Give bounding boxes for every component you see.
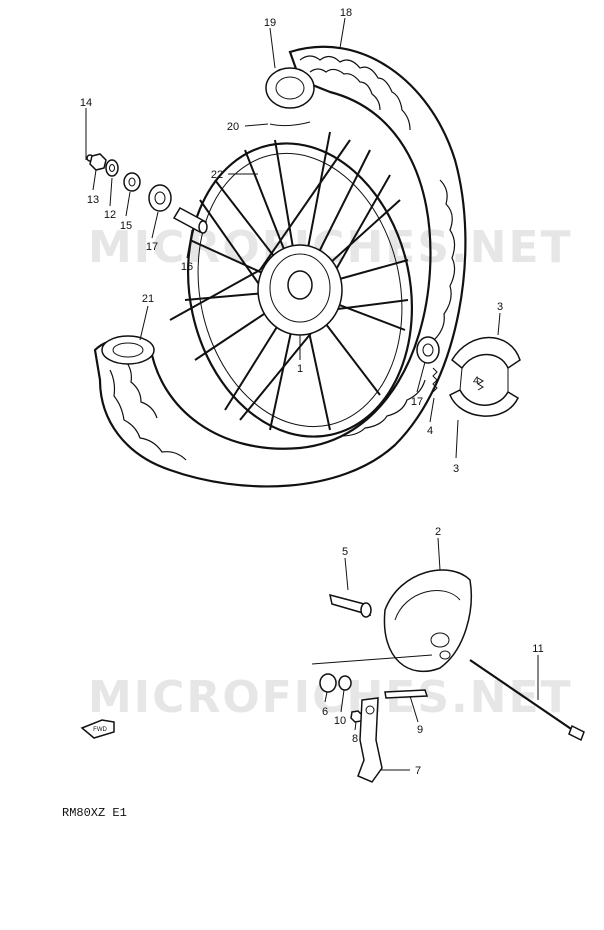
callout-3-bottom: 3 xyxy=(453,463,459,475)
callout-11: 11 xyxy=(532,643,543,655)
tube-section-bottom xyxy=(101,335,155,365)
bearing-right xyxy=(416,336,440,364)
callout-1: 1 xyxy=(297,363,303,375)
front-axle xyxy=(469,659,581,736)
brake-spring xyxy=(432,367,438,393)
callout-7: 7 xyxy=(415,765,421,777)
callout-9: 9 xyxy=(417,724,423,736)
fwd-arrow: FWD xyxy=(80,719,115,739)
callout-22: 22 xyxy=(211,169,223,181)
callout-5: 5 xyxy=(342,546,348,558)
tube-inner-bottom xyxy=(112,342,144,358)
callout-8: 8 xyxy=(352,733,358,745)
callout-6: 6 xyxy=(322,706,328,718)
lever-bolt xyxy=(384,689,429,699)
callout-18: 18 xyxy=(340,7,352,19)
brake-shoe-lower xyxy=(449,388,519,417)
callout-12: 12 xyxy=(104,209,116,221)
callout-17-left: 17 xyxy=(146,241,158,253)
bearing-left xyxy=(148,184,172,212)
callout-14: 14 xyxy=(80,97,92,109)
callout-4-shoe: 4 xyxy=(473,375,479,387)
callout-13: 13 xyxy=(87,194,99,206)
tire xyxy=(93,45,467,488)
brake-shoes xyxy=(432,336,521,417)
spacer-collar xyxy=(123,172,141,192)
axle-small-parts xyxy=(85,140,208,234)
model-code: RM80XZ E1 xyxy=(62,806,127,820)
callout-16: 16 xyxy=(181,261,193,273)
brake-panel xyxy=(383,569,472,673)
brake-shoe-upper xyxy=(451,336,521,370)
brake-lever xyxy=(357,697,383,783)
callout-19: 19 xyxy=(264,17,276,29)
washer xyxy=(105,159,119,177)
callout-3-top: 3 xyxy=(497,301,503,313)
fwd-label: FWD xyxy=(93,727,107,733)
callout-15: 15 xyxy=(120,220,132,232)
callout-17-right: 17 xyxy=(411,396,423,408)
o-ring xyxy=(319,673,337,693)
callout-21: 21 xyxy=(142,293,154,305)
rim-tape xyxy=(269,121,311,127)
callout-labels: 18 19 20 22 14 13 12 15 17 16 21 1 3 17 … xyxy=(80,7,544,777)
callout-4-spring: 4 xyxy=(427,425,433,437)
callout-2: 2 xyxy=(435,526,441,538)
tire-tread xyxy=(109,55,456,461)
callout-10: 10 xyxy=(334,715,346,727)
brake-panel-assembly xyxy=(311,569,585,783)
callout-20: 20 xyxy=(227,121,239,133)
rim-outer xyxy=(186,142,414,438)
hub-flange xyxy=(269,253,331,323)
hub-bore xyxy=(287,270,313,300)
cam-washer xyxy=(338,675,352,691)
axle-nut xyxy=(89,153,107,171)
bearing-right-inner xyxy=(422,343,434,357)
leader-lines xyxy=(85,17,539,771)
front-wheel xyxy=(93,45,467,488)
tube-section-top xyxy=(265,67,315,109)
tube-inner-top xyxy=(275,76,305,100)
